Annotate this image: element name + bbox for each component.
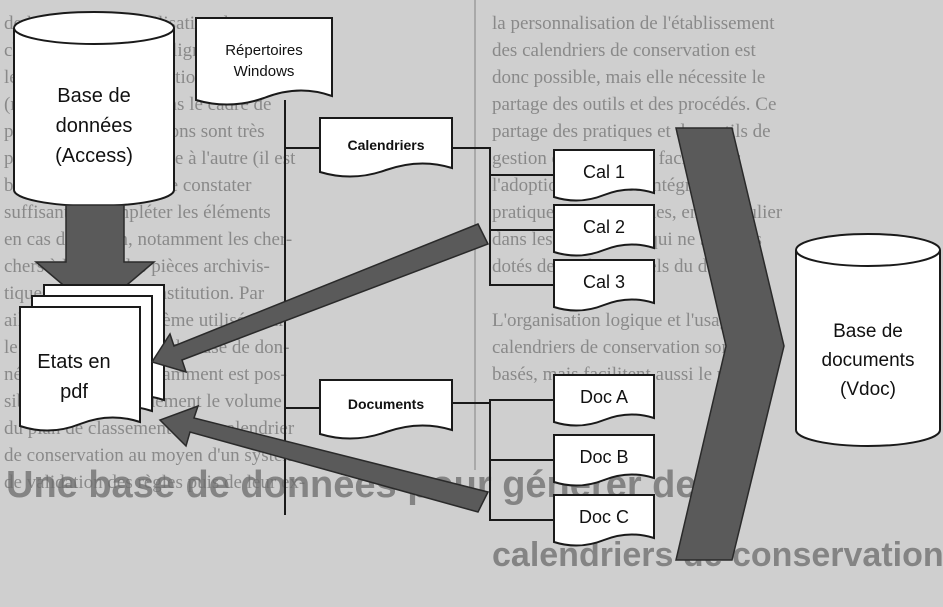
base-documents-label-line2: documents (822, 350, 915, 371)
pdf-reports-label-line1: Etats en (37, 351, 110, 373)
pdf-reports-stack: Etats en pdf (19, 284, 165, 432)
cal-3-label: Cal 3 (583, 272, 625, 292)
cal-2-document: Cal 2 (553, 204, 655, 257)
doc-a-label: Doc A (580, 387, 628, 407)
arrow-calendriers-to-pdf (150, 223, 490, 374)
calendriers-document: Calendriers (319, 117, 453, 178)
doc-c-label: Doc C (579, 507, 629, 527)
database-access-label-line2: données (56, 115, 133, 137)
connector-docc (489, 460, 554, 521)
database-access-label-line1: Base de (57, 85, 130, 107)
repertoires-label-line2: Windows (234, 63, 295, 80)
base-documents-cylinder: Base de documents (Vdoc) (795, 233, 941, 447)
database-access-cylinder: Base de données (Access) (13, 11, 175, 207)
base-documents-label-line3: (Vdoc) (840, 379, 896, 400)
repertoires-windows-document: Répertoires Windows (195, 17, 333, 106)
doc-c-document: Doc C (553, 494, 655, 547)
left-column-line: de validation des règles puis de leur ex… (4, 472, 306, 493)
repertoires-label-line1: Répertoires (225, 42, 303, 59)
doc-a-document: Doc A (553, 374, 655, 427)
cal-2-label: Cal 2 (583, 217, 625, 237)
connector-cal2 (489, 175, 554, 231)
cal-3-document: Cal 3 (553, 259, 655, 312)
base-documents-label-line1: Base de (833, 321, 903, 342)
connector-doca (452, 399, 554, 404)
arrow-documents-to-pdf (158, 404, 490, 513)
arrow-to-base-documents (675, 127, 785, 561)
connector-cal1 (452, 147, 554, 176)
right-column-line: partage des outils et des procédés. Ce (492, 94, 777, 115)
documents-document: Documents (319, 379, 453, 440)
right-column-line: donc possible, mais elle nécessite le (492, 67, 766, 88)
right-column-line: des calendriers de conservation est (492, 40, 756, 61)
calendriers-label: Calendriers (347, 137, 424, 153)
pdf-reports-label-line2: pdf (60, 381, 88, 403)
cal-1-label: Cal 1 (583, 162, 625, 182)
cal-1-document: Cal 1 (553, 149, 655, 202)
connector-docb (489, 400, 554, 461)
right-column-line: la personnalisation de l'établissement (492, 13, 775, 34)
doc-b-document: Doc B (553, 434, 655, 487)
connector-cal3 (489, 230, 554, 286)
documents-label: Documents (348, 396, 424, 412)
database-access-label-line3: (Access) (55, 145, 133, 167)
doc-b-label: Doc B (579, 447, 628, 467)
